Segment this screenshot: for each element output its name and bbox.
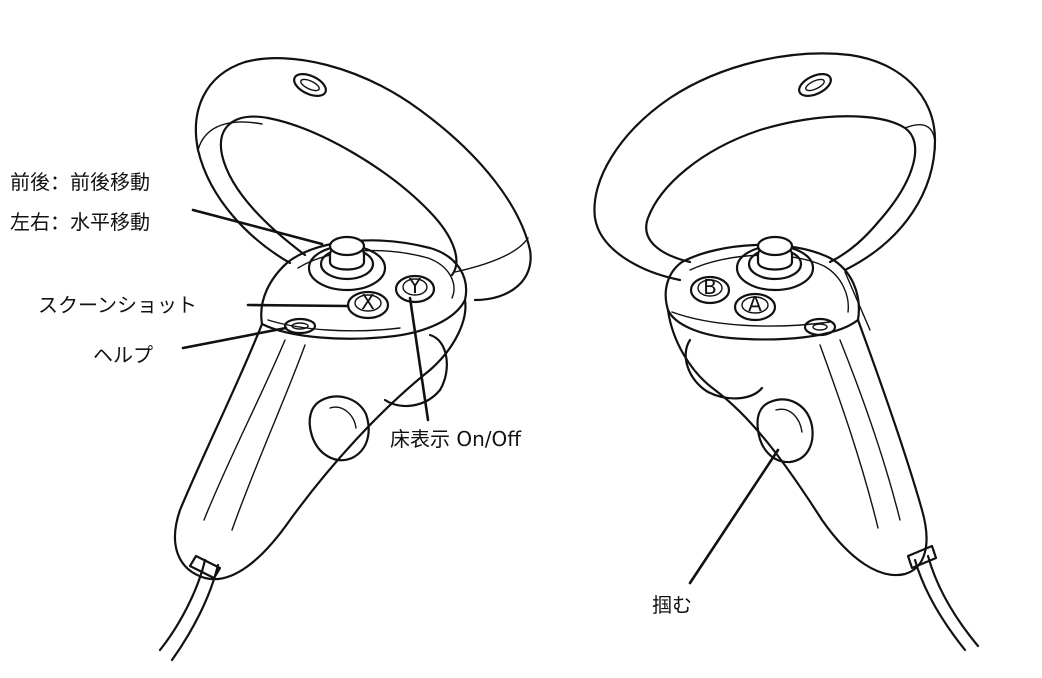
b-button-glyph: B bbox=[703, 275, 717, 299]
right-lanyard bbox=[913, 554, 980, 652]
left-grip-button bbox=[308, 395, 370, 462]
label-help: ヘルプ bbox=[93, 343, 153, 367]
x-button-glyph: X bbox=[361, 290, 375, 314]
label-floor-display: 床表示 On/Off bbox=[390, 427, 522, 451]
help-leader bbox=[181, 326, 288, 350]
left-trigger bbox=[383, 333, 448, 407]
left-thumbstick bbox=[307, 235, 387, 292]
left-tracking-ring-inner bbox=[219, 115, 458, 277]
label-move-left-right: 左右：水平移動 bbox=[10, 210, 150, 234]
b-button: B bbox=[689, 275, 731, 305]
grab-leader bbox=[688, 448, 780, 585]
y-button-glyph: Y bbox=[408, 274, 422, 298]
right-grip-button bbox=[756, 398, 814, 464]
right-tracking-ring bbox=[593, 52, 937, 282]
label-screenshot: スクーンショット bbox=[38, 293, 197, 317]
thumbstick-leader bbox=[191, 208, 324, 246]
left-controller: X Y bbox=[158, 57, 532, 662]
right-trigger bbox=[684, 338, 764, 400]
right-tracking-ring-inner bbox=[645, 115, 917, 264]
a-button-glyph: A bbox=[748, 292, 762, 316]
x-button: X bbox=[346, 290, 390, 320]
a-button: A bbox=[733, 292, 777, 322]
label-move-forward-back: 前後：前後移動 bbox=[10, 170, 150, 194]
y-button: Y bbox=[394, 274, 436, 304]
right-handle bbox=[666, 308, 928, 577]
left-tracking-ring bbox=[194, 57, 532, 302]
right-ring-slot bbox=[798, 73, 832, 97]
left-ring-slot bbox=[293, 73, 327, 97]
label-grab: 掴む bbox=[652, 593, 692, 617]
home-button bbox=[803, 317, 837, 337]
floor-display-leader bbox=[408, 296, 430, 422]
left-handle bbox=[173, 298, 467, 581]
menu-button bbox=[283, 317, 317, 335]
right-thumbstick bbox=[735, 235, 815, 292]
screenshot-leader bbox=[246, 303, 350, 308]
right-controller: B A bbox=[593, 52, 980, 652]
